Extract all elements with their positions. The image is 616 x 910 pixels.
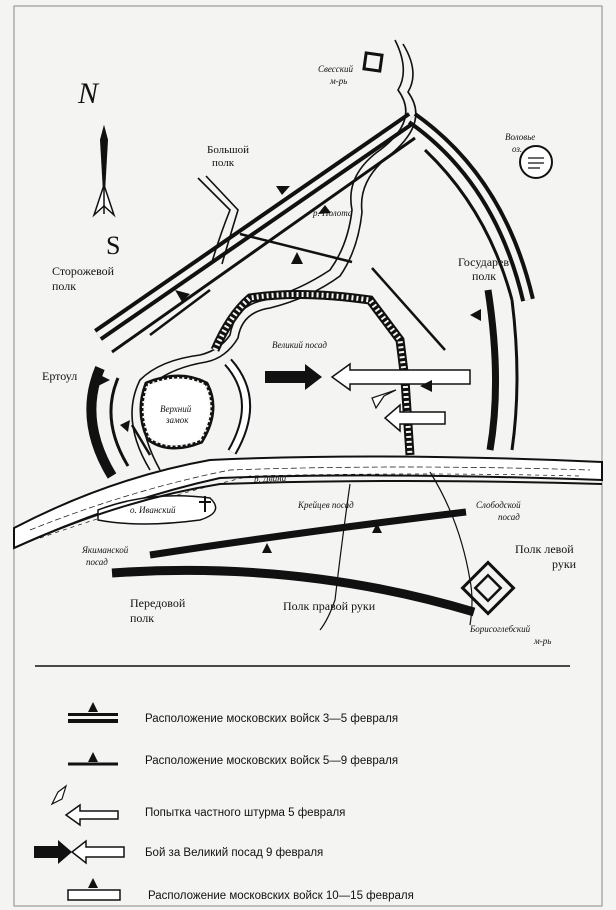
legend-symbol-5 (67, 878, 121, 901)
label-bolshoy-2: полк (212, 157, 235, 169)
legend-text-2: Расположение московских войск 5—9 феврал… (145, 755, 398, 767)
white-arrow-3 (371, 389, 397, 410)
map-frame (13, 5, 603, 907)
borisoglebsky-monastery-icon (460, 560, 516, 616)
label-kryuchkov: Крейцев посад (297, 500, 354, 510)
assault-arrows (98, 186, 481, 553)
legend: Расположение московских войск 3—5 феврал… (34, 702, 414, 902)
legend-text-1: Расположение московских войск 3—5 феврал… (145, 713, 398, 725)
legend-symbol-1 (68, 702, 118, 723)
compass-rose: N S (77, 77, 120, 260)
label-slobodskoy-2: посад (498, 512, 520, 522)
legend-text-5: Расположение московских войск 10—15 февр… (148, 890, 414, 902)
svesky-monastery-icon (362, 51, 384, 73)
legend-symbol-3 (50, 784, 119, 827)
black-arrow (265, 364, 322, 390)
label-bolshoy-1: Большой (207, 144, 249, 156)
label-volovye-2: оз. (512, 144, 522, 154)
label-yakimansky-2: посад (86, 557, 108, 567)
label-peredovoy-1: Передовой (130, 596, 186, 610)
upper-castle (139, 374, 215, 450)
label-svesky-2: м-рь (329, 76, 347, 86)
label-borisoglebsky-1: Борисоглебский (469, 624, 531, 634)
label-ertoul: Ертоул (42, 369, 77, 383)
legend-text-3: Попытка частного штурма 5 февраля (145, 807, 345, 819)
label-svesky-1: Свесский (318, 64, 353, 74)
label-polk-levoy-2: руки (552, 557, 577, 571)
label-ivansky: о. Иванский (130, 505, 176, 515)
label-borisoglebsky-2: м-рь (533, 636, 551, 646)
velikiy-posad-wall (210, 289, 415, 456)
label-polk-pravoy: Полк правой руки (283, 599, 376, 613)
label-zamok-2: замок (165, 415, 189, 425)
label-storozhevoy-1: Сторожевой (52, 264, 115, 278)
label-volovye-1: Воловье (505, 132, 535, 142)
label-velikiy-posad: Великий посад (272, 340, 327, 350)
label-polota: р. Полота (312, 208, 353, 218)
legend-symbol-2 (68, 752, 118, 766)
label-polk-levoy-1: Полк левой (515, 542, 574, 556)
label-zamok-1: Верхний (160, 404, 192, 414)
label-yakimansky-1: Якиманской (81, 545, 129, 555)
volovye-lake-icon (519, 145, 553, 179)
secondary-lines (130, 232, 446, 456)
compass-south: S (106, 231, 120, 260)
label-slobodskoy-1: Слободской (476, 500, 521, 510)
legend-text-4: Бой за Великий посад 9 февраля (145, 847, 323, 859)
legend-symbol-4 (34, 839, 125, 865)
label-gosudarev-1: Государев (458, 255, 509, 269)
roads (319, 471, 473, 631)
white-arrow-1 (330, 362, 471, 392)
label-storozhevoy-2: полк (52, 279, 76, 293)
compass-north: N (77, 77, 100, 110)
white-arrow-2 (383, 403, 446, 433)
dvina-river (13, 455, 603, 550)
outer-siege-ring (86, 112, 535, 617)
label-gosudarev-2: полк (472, 269, 496, 283)
church-cross-icon (199, 496, 211, 512)
label-dvina: р. Двина (253, 473, 287, 484)
label-peredovoy-2: полк (130, 611, 154, 625)
